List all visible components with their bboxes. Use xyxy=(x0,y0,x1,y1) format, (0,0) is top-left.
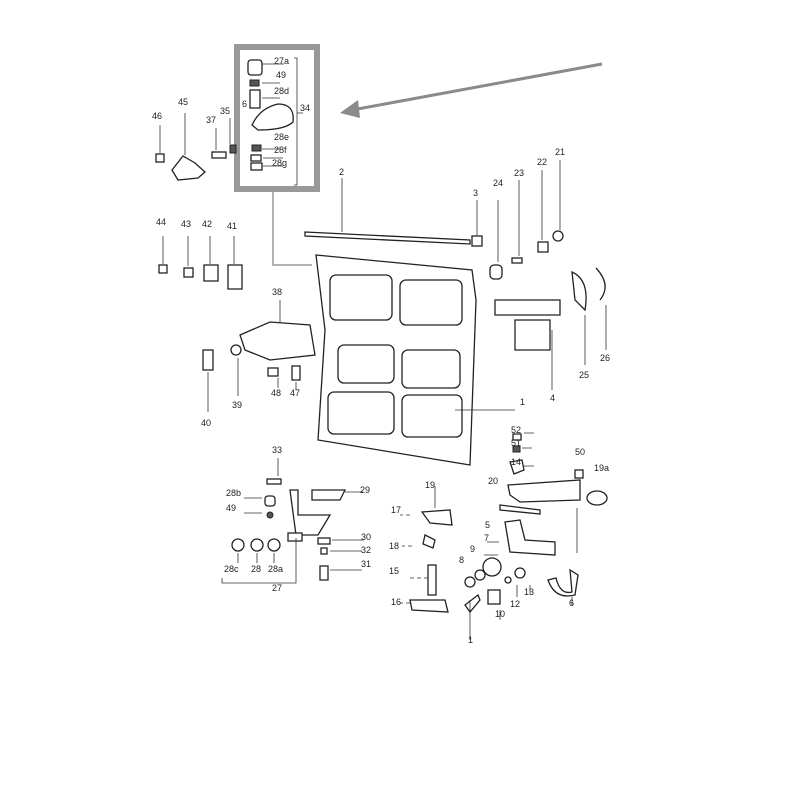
lower-hinge-parts xyxy=(221,458,364,584)
callout-21: 21 xyxy=(555,147,565,157)
callout-16: 16 xyxy=(391,597,401,607)
callout-33: 33 xyxy=(272,445,282,455)
right-side-parts xyxy=(489,160,607,390)
callout-52: 52 xyxy=(511,425,521,435)
callout-25: 25 xyxy=(579,370,589,380)
callout-29: 29 xyxy=(360,485,370,495)
callout-40: 40 xyxy=(201,418,211,428)
callout-13: 13 xyxy=(524,587,534,597)
callout-49-lower: 49 xyxy=(226,503,236,513)
callout-9: 9 xyxy=(470,544,475,554)
callout-43: 43 xyxy=(181,219,191,229)
door-rod xyxy=(304,178,483,247)
left-hinge-parts xyxy=(155,113,237,181)
callout-28a: 28a xyxy=(268,564,283,574)
callout-28e: 28e xyxy=(274,132,289,142)
callout-20: 20 xyxy=(488,476,498,486)
callout-45: 45 xyxy=(178,97,188,107)
callout-19a: 19a xyxy=(594,463,609,473)
callout-28f: 28f xyxy=(274,145,287,155)
callout-31: 31 xyxy=(361,559,371,569)
callout-48: 48 xyxy=(271,388,281,398)
callout-18: 18 xyxy=(389,541,399,551)
callout-27: 27 xyxy=(272,583,282,593)
callout-26: 26 xyxy=(600,353,610,363)
callout-30: 30 xyxy=(361,532,371,542)
callout-51: 51 xyxy=(511,438,521,448)
callout-44: 44 xyxy=(156,217,166,227)
callout-19: 19 xyxy=(425,480,435,490)
callout-27a: 27a xyxy=(274,56,289,66)
callout-4: 4 xyxy=(550,393,555,403)
highlight-connector xyxy=(272,192,312,266)
callout-37: 37 xyxy=(206,115,216,125)
callout-labels: 27a 49 28d 6 34 28e 28f 28g 46 45 37 35 … xyxy=(152,56,610,645)
callout-15: 15 xyxy=(389,566,399,576)
pointer-arrow xyxy=(340,62,603,118)
callout-28c: 28c xyxy=(224,564,239,574)
callout-5: 5 xyxy=(485,520,490,530)
callout-39: 39 xyxy=(232,400,242,410)
callout-41: 41 xyxy=(227,221,237,231)
sliding-door-panel xyxy=(315,254,515,466)
callout-6-top: 6 xyxy=(242,99,247,109)
callout-2: 2 xyxy=(339,167,344,177)
callout-46: 46 xyxy=(152,111,162,121)
left-bracket-parts xyxy=(158,236,316,412)
callout-50: 50 xyxy=(575,447,585,457)
callout-3: 3 xyxy=(473,188,478,198)
callout-28g: 28g xyxy=(272,158,287,168)
lock-mechanism-parts xyxy=(400,432,608,640)
callout-34: 34 xyxy=(300,103,310,113)
callout-22: 22 xyxy=(537,157,547,167)
callout-38: 38 xyxy=(272,287,282,297)
callout-10: 10 xyxy=(495,609,505,619)
callout-28: 28 xyxy=(251,564,261,574)
callout-42: 42 xyxy=(202,219,212,229)
callout-49: 49 xyxy=(276,70,286,80)
callout-11: 1 xyxy=(468,635,473,645)
callout-6: 6 xyxy=(569,598,574,608)
callout-24: 24 xyxy=(493,178,503,188)
callout-47: 47 xyxy=(290,388,300,398)
callout-35: 35 xyxy=(220,106,230,116)
callout-28d: 28d xyxy=(274,86,289,96)
callout-32: 32 xyxy=(361,545,371,555)
callout-14: 14 xyxy=(511,457,521,467)
callout-23: 23 xyxy=(514,168,524,178)
callout-7: 7 xyxy=(484,533,489,543)
callout-17: 17 xyxy=(391,505,401,515)
callout-28b: 28b xyxy=(226,488,241,498)
hinge-assembly-parts xyxy=(247,57,303,186)
highlight-box xyxy=(234,44,320,192)
callout-8: 8 xyxy=(459,555,464,565)
callout-1: 1 xyxy=(520,397,525,407)
callout-12: 12 xyxy=(510,599,520,609)
